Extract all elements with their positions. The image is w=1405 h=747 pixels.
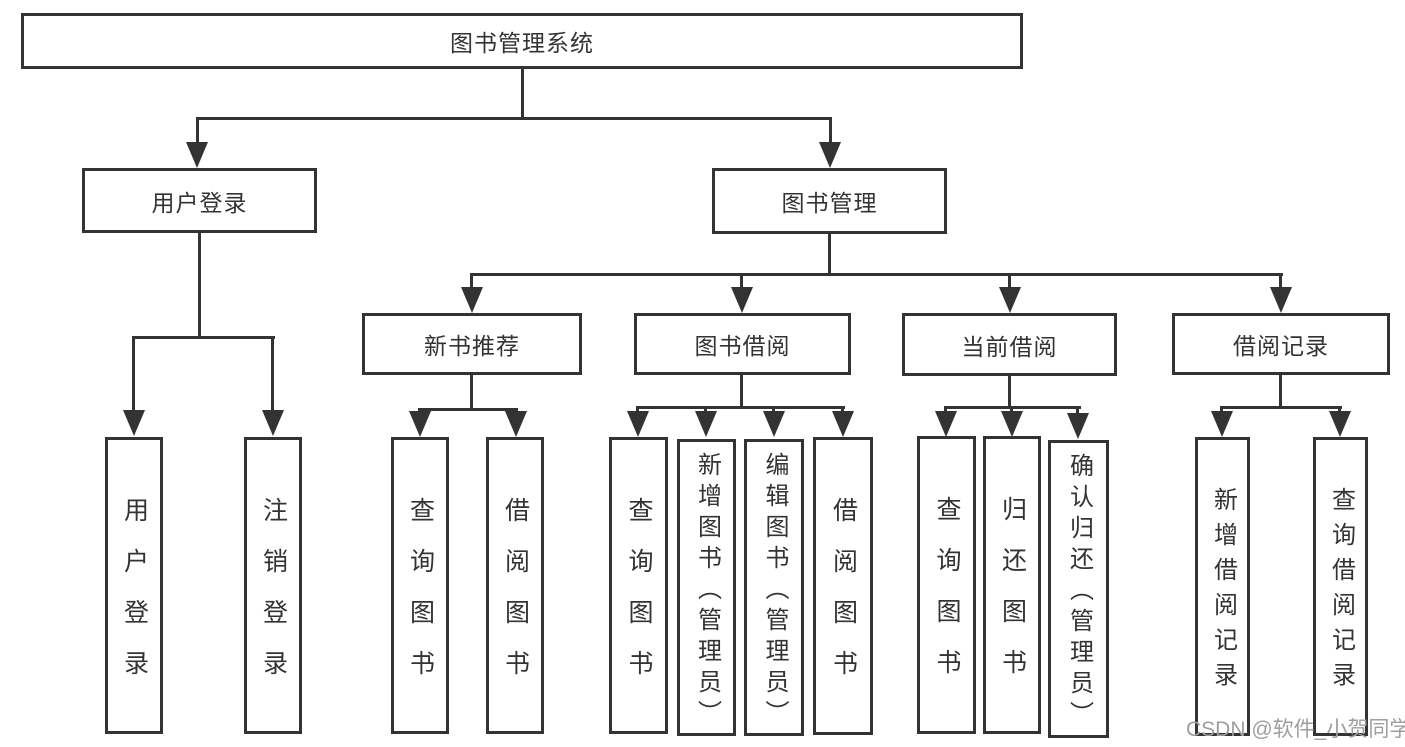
connector-line (132, 336, 135, 412)
csdn-watermark: CSDN @软件_小贺同学 (1186, 718, 1405, 741)
connector-line (1220, 406, 1223, 412)
leaf-borrow-books-recommend: 借阅图书 (486, 437, 544, 734)
node-label: 新增借阅记录 (1209, 487, 1237, 697)
node-label: 借阅记录 (1233, 333, 1329, 359)
arrow-down-icon (505, 411, 527, 437)
leaf-borrow-books: 借阅图书 (813, 437, 873, 735)
node-label: 图书管理系统 (450, 30, 594, 56)
node-label: 图书管理 (781, 190, 878, 216)
connector-line (1010, 406, 1013, 412)
arrow-down-icon (1211, 411, 1233, 437)
leaf-query-books-recommend: 查询图书 (391, 437, 449, 734)
node-label: 确认归还（管理员） (1065, 453, 1093, 732)
connector-line (470, 273, 473, 289)
connector-line (1279, 375, 1282, 406)
arrow-down-icon (763, 411, 785, 437)
arrow-down-icon (832, 411, 854, 437)
leaf-query-books-current: 查询图书 (917, 436, 976, 734)
node-label: 新书推荐 (424, 333, 520, 359)
connector-line (196, 117, 199, 144)
connector-line (470, 375, 473, 408)
connector-line (944, 406, 947, 412)
arrow-down-icon (1001, 411, 1023, 437)
connector-line (1008, 376, 1011, 406)
node-label: 查询图书 (406, 496, 435, 701)
connector-line (132, 336, 275, 339)
connector-line (1076, 406, 1079, 414)
connector-line (1220, 406, 1342, 409)
connector-line (1008, 273, 1011, 289)
arrow-down-icon (935, 411, 957, 437)
connector-line (1279, 273, 1282, 289)
node-new-book-recommend: 新书推荐 (362, 313, 582, 375)
node-label: 借阅图书 (501, 496, 530, 701)
arrow-down-icon (819, 142, 841, 168)
node-label: 借阅图书 (829, 497, 858, 701)
connector-line (772, 406, 775, 412)
arrow-down-icon (627, 411, 649, 437)
node-label: 当前借阅 (961, 333, 1058, 360)
node-library-management-system: 图书管理系统 (21, 13, 1023, 69)
leaf-add-books-admin: 新增图书（管理员） (677, 439, 736, 736)
arrow-down-icon (1067, 413, 1089, 439)
node-label: 归还图书 (998, 496, 1027, 700)
connector-line (740, 375, 743, 406)
arrow-down-icon (1270, 287, 1292, 313)
connector-line (740, 273, 743, 289)
node-book-management: 图书管理 (712, 168, 947, 234)
node-label: 用户登录 (120, 496, 149, 701)
node-label: 注销登录 (259, 496, 288, 701)
arrow-down-icon (123, 410, 145, 436)
node-label: 用户登录 (151, 189, 248, 216)
node-user-login: 用户登录 (82, 168, 317, 233)
connector-line (271, 336, 274, 412)
connector-line (828, 234, 831, 273)
connector-line (704, 406, 707, 412)
connector-line (418, 408, 518, 411)
node-book-borrowing: 图书借阅 (634, 313, 851, 375)
connector-line (1338, 406, 1341, 412)
connector-line (829, 117, 832, 144)
leaf-edit-books-admin: 编辑图书（管理员） (744, 439, 804, 736)
arrow-down-icon (262, 410, 284, 436)
connector-line (636, 406, 639, 412)
arrow-down-icon (1329, 411, 1351, 437)
leaf-confirm-return-admin: 确认归还（管理员） (1048, 440, 1109, 738)
node-label: 图书借阅 (694, 333, 791, 359)
leaf-logout: 注销登录 (244, 437, 302, 734)
node-label: 编辑图书（管理员） (761, 451, 788, 731)
node-label: 新增图书（管理员） (693, 451, 721, 731)
node-current-borrowing: 当前借阅 (902, 313, 1117, 376)
connector-line (636, 406, 845, 409)
arrow-down-icon (461, 287, 483, 313)
connector-line (521, 69, 524, 117)
leaf-query-borrow-record: 查询借阅记录 (1313, 437, 1368, 736)
leaf-return-books: 归还图书 (983, 436, 1041, 734)
arrow-down-icon (186, 142, 208, 168)
connector-line (841, 406, 844, 412)
leaf-add-borrow-record: 新增借阅记录 (1195, 437, 1250, 736)
connector-line (196, 117, 832, 120)
arrow-down-icon (409, 411, 431, 437)
arrow-down-icon (731, 287, 753, 313)
leaf-user-login: 用户登录 (105, 437, 163, 734)
node-label: 查询图书 (625, 496, 653, 701)
node-label: 查询图书 (933, 496, 961, 700)
arrow-down-icon (695, 411, 717, 437)
connector-line (470, 273, 1283, 276)
node-label: 查询借阅记录 (1327, 487, 1355, 697)
connector-line (198, 233, 201, 336)
leaf-query-books-borrowing: 查询图书 (609, 437, 668, 734)
node-borrowing-records: 借阅记录 (1172, 313, 1390, 375)
arrow-down-icon (999, 287, 1021, 313)
